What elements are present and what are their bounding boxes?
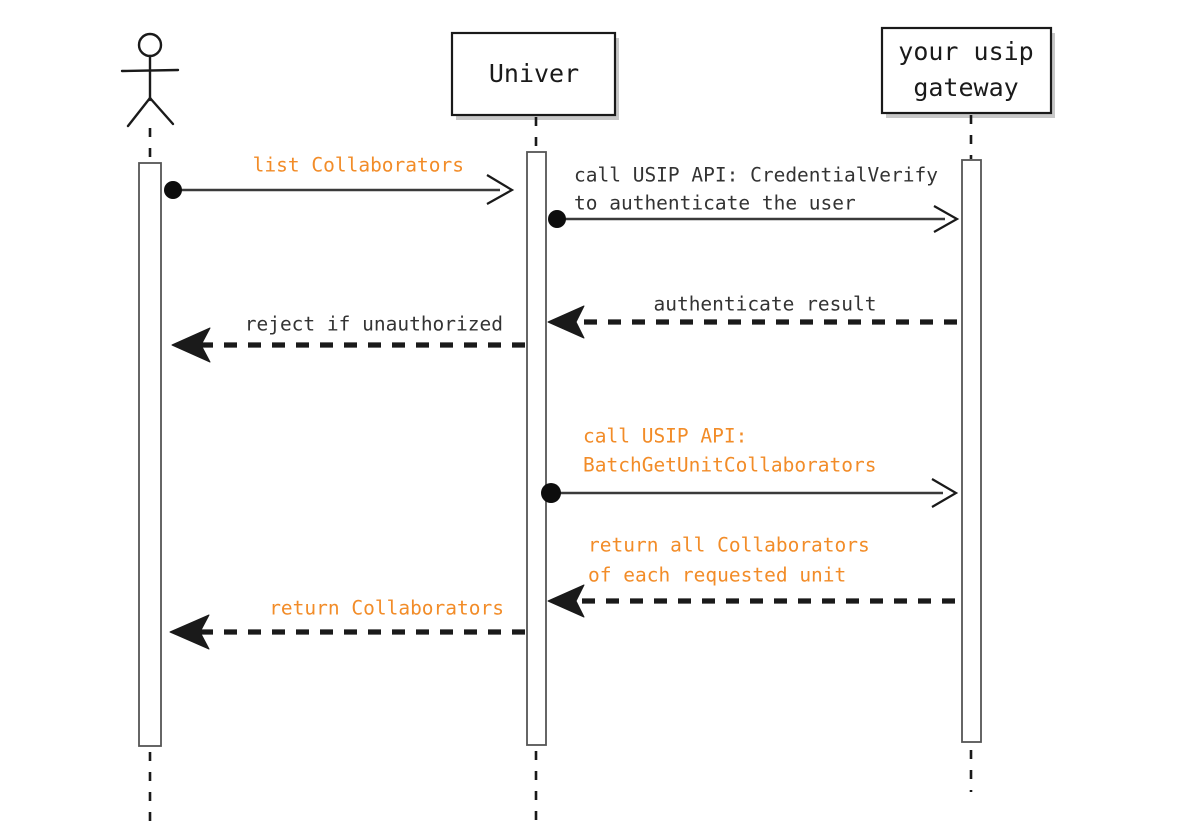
message-5-label-line2: BatchGetUnitCollaborators <box>583 454 877 477</box>
message-3-authenticate-result[interactable]: authenticate result <box>547 293 957 339</box>
message-2-origin-dot-icon <box>548 210 566 228</box>
actor-right-leg-icon <box>148 96 175 126</box>
message-5-arrowhead-icon <box>931 478 959 508</box>
message-5-origin-dot-icon <box>541 483 561 503</box>
message-2-label-line2: to authenticate the user <box>574 192 856 215</box>
message-7-arrowhead-icon <box>169 614 210 650</box>
actor-head-icon <box>137 32 163 58</box>
message-2-credential-verify[interactable]: call USIP API: CredentialVerify to authe… <box>548 164 960 233</box>
message-4-label: reject if unauthorized <box>245 313 503 336</box>
gateway-box-label-line2: gateway <box>913 73 1018 102</box>
participant-univer[interactable]: Univer <box>450 31 619 120</box>
message-6-label-line1: return all Collaborators <box>588 534 870 557</box>
actor-left-leg-icon <box>126 96 152 128</box>
message-3-label: authenticate result <box>653 293 876 316</box>
message-1-arrowhead-icon <box>486 174 515 205</box>
message-5-label-line1: call USIP API: <box>583 425 747 448</box>
message-5-batch-get-unit-collaborators[interactable]: call USIP API: BatchGetUnitCollaborators <box>541 425 959 508</box>
univer-box <box>450 31 617 117</box>
message-6-label-line2: of each requested unit <box>588 564 846 587</box>
message-4-reject-if-unauthorized[interactable]: reject if unauthorized <box>171 313 525 363</box>
activation-bar-actor <box>138 162 162 747</box>
message-4-arrowhead-icon <box>171 327 211 363</box>
message-7-label: return Collaborators <box>269 597 504 620</box>
participant-actor[interactable] <box>120 32 180 128</box>
gateway-box-label-line1: your usip <box>898 37 1033 66</box>
message-6-arrowhead-icon <box>547 584 585 618</box>
message-7-return-collaborators[interactable]: return Collaborators <box>169 597 525 650</box>
message-1-origin-dot-icon <box>164 181 182 199</box>
message-1-label: list Collaborators <box>253 154 464 177</box>
activation-bar-gateway <box>961 159 982 743</box>
participant-gateway[interactable]: your usip gateway <box>880 26 1055 118</box>
message-2-label-line1: call USIP API: CredentialVerify <box>574 164 938 187</box>
activation-bar-univer <box>526 151 547 746</box>
message-2-arrowhead-icon <box>933 205 960 233</box>
actor-arms-icon <box>120 68 180 73</box>
message-6-return-all-collaborators[interactable]: return all Collaborators of each request… <box>547 534 955 618</box>
message-3-arrowhead-icon <box>547 305 585 339</box>
univer-box-label: Univer <box>489 59 579 88</box>
gateway-box <box>880 26 1053 115</box>
message-1-list-collaborators[interactable]: list Collaborators <box>164 154 515 205</box>
